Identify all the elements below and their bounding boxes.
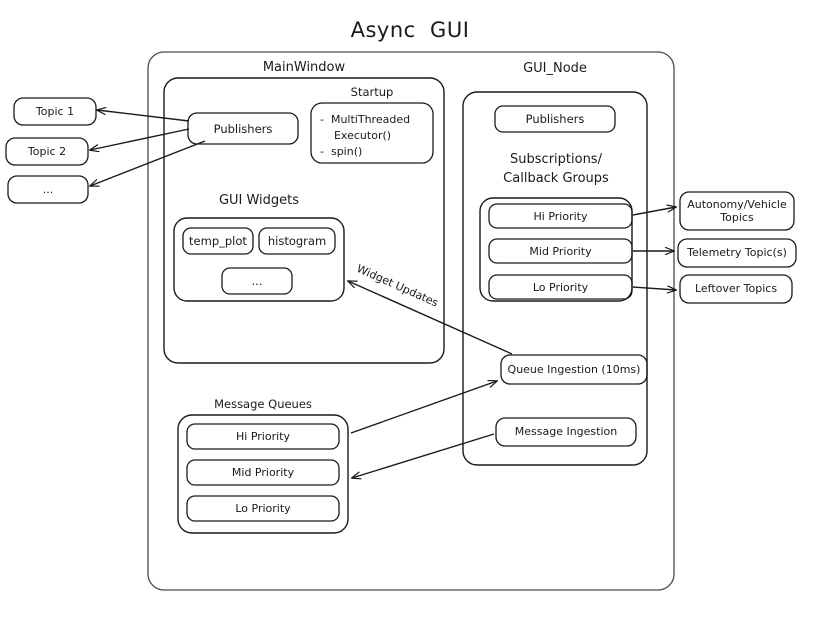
sub-lo-priority-label[interactable]: Lo Priority: [532, 281, 589, 294]
gui-widgets-box: [173, 217, 345, 302]
main-window-title: MainWindow: [262, 60, 346, 75]
subscriptions-title-line-1: Subscriptions/: [510, 152, 602, 167]
queue-mid-priority-label[interactable]: Mid Priority: [231, 466, 295, 479]
arrow-message-queues-to-queue-ingestion: [350, 381, 497, 434]
widget-histogram-label[interactable]: histogram: [267, 234, 327, 248]
gui-node-title: GUI_Node: [523, 61, 587, 76]
arrow-publishers-to-topic-2: [90, 128, 190, 150]
leftover-topics-label[interactable]: Leftover Topics: [694, 282, 778, 295]
arrow-hi-priority-to-autonomy-topics: [632, 207, 676, 216]
sub-mid-priority-label[interactable]: Mid Priority: [529, 245, 592, 258]
topic-2-label[interactable]: Topic 2: [27, 145, 67, 158]
arrow-publishers-to-topic-1: [97, 110, 190, 122]
page-title: Async GUI: [350, 18, 470, 42]
subscriptions-title-line-2: Callback Groups: [503, 171, 609, 186]
arrow-publishers-to-topic-ellipsis: [90, 140, 206, 186]
startup-items: - MultiThreaded Executor() - spin(): [320, 113, 411, 158]
queue-hi-priority-label[interactable]: Hi Priority: [236, 430, 290, 443]
queue-ingestion-label[interactable]: Queue Ingestion (10ms): [507, 363, 641, 376]
widget-temp-plot-label[interactable]: temp_plot: [189, 234, 247, 248]
widget-updates-arrow-label: Widget Updates: [354, 262, 441, 310]
autonomy-vehicle-topics-label[interactable]: Autonomy/Vehicle Topics: [687, 198, 787, 225]
message-queues-title: Message Queues: [214, 397, 312, 411]
sub-hi-priority-label[interactable]: Hi Priority: [533, 210, 588, 223]
topic-1-label[interactable]: Topic 1: [35, 105, 75, 118]
startup-title: Startup: [350, 85, 394, 99]
arrow-message-ingestion-to-message-queues: [352, 433, 495, 478]
gui-node-publishers-label[interactable]: Publishers: [525, 112, 585, 126]
telemetry-topics-label[interactable]: Telemetry Topic(s): [687, 246, 787, 259]
topic-ellipsis-label[interactable]: ...: [42, 183, 54, 196]
gui-widgets-title: GUI Widgets: [218, 193, 300, 208]
main-publishers-label[interactable]: Publishers: [213, 122, 273, 136]
arrow-widget-updates: [348, 281, 513, 355]
arrow-lo-priority-to-leftover-topics: [632, 287, 676, 290]
widget-ellipsis-label[interactable]: ...: [251, 274, 263, 288]
queue-lo-priority-label[interactable]: Lo Priority: [235, 502, 291, 515]
message-ingestion-label[interactable]: Message Ingestion: [514, 425, 618, 438]
gui-node-box: [462, 91, 648, 466]
